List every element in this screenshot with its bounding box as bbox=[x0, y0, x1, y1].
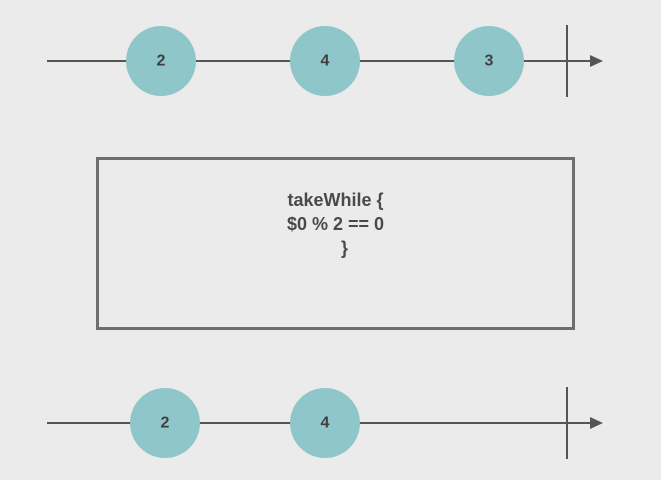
input-marble-label: 2 bbox=[157, 53, 166, 70]
operator-line: } bbox=[340, 238, 348, 258]
operator-line: takeWhile { bbox=[287, 190, 384, 210]
output-timeline-arrowhead bbox=[590, 417, 603, 429]
output-marble-label: 4 bbox=[321, 415, 330, 432]
operator-line: $0 % 2 == 0 bbox=[286, 214, 385, 234]
input-marble: 2 bbox=[126, 26, 196, 96]
input-marble: 4 bbox=[290, 26, 360, 96]
output-timeline: 2 4 bbox=[47, 387, 603, 459]
output-marble-circle bbox=[290, 388, 360, 458]
input-timeline: 2 4 3 bbox=[47, 25, 603, 97]
operator-box: takeWhile { $0 % 2 == 0 } bbox=[96, 157, 575, 330]
input-marble-circle bbox=[126, 26, 196, 96]
input-marble-circle bbox=[454, 26, 524, 96]
input-marble-label: 4 bbox=[321, 53, 330, 70]
input-marble: 3 bbox=[454, 26, 524, 96]
input-timeline-arrowhead bbox=[590, 55, 603, 67]
output-marble-circle bbox=[130, 388, 200, 458]
output-marble: 4 bbox=[290, 388, 360, 458]
output-marble-label: 2 bbox=[161, 415, 170, 432]
operator-code: takeWhile { $0 % 2 == 0 } bbox=[99, 188, 572, 260]
output-marble: 2 bbox=[130, 388, 200, 458]
input-marble-label: 3 bbox=[485, 53, 494, 70]
input-marble-circle bbox=[290, 26, 360, 96]
